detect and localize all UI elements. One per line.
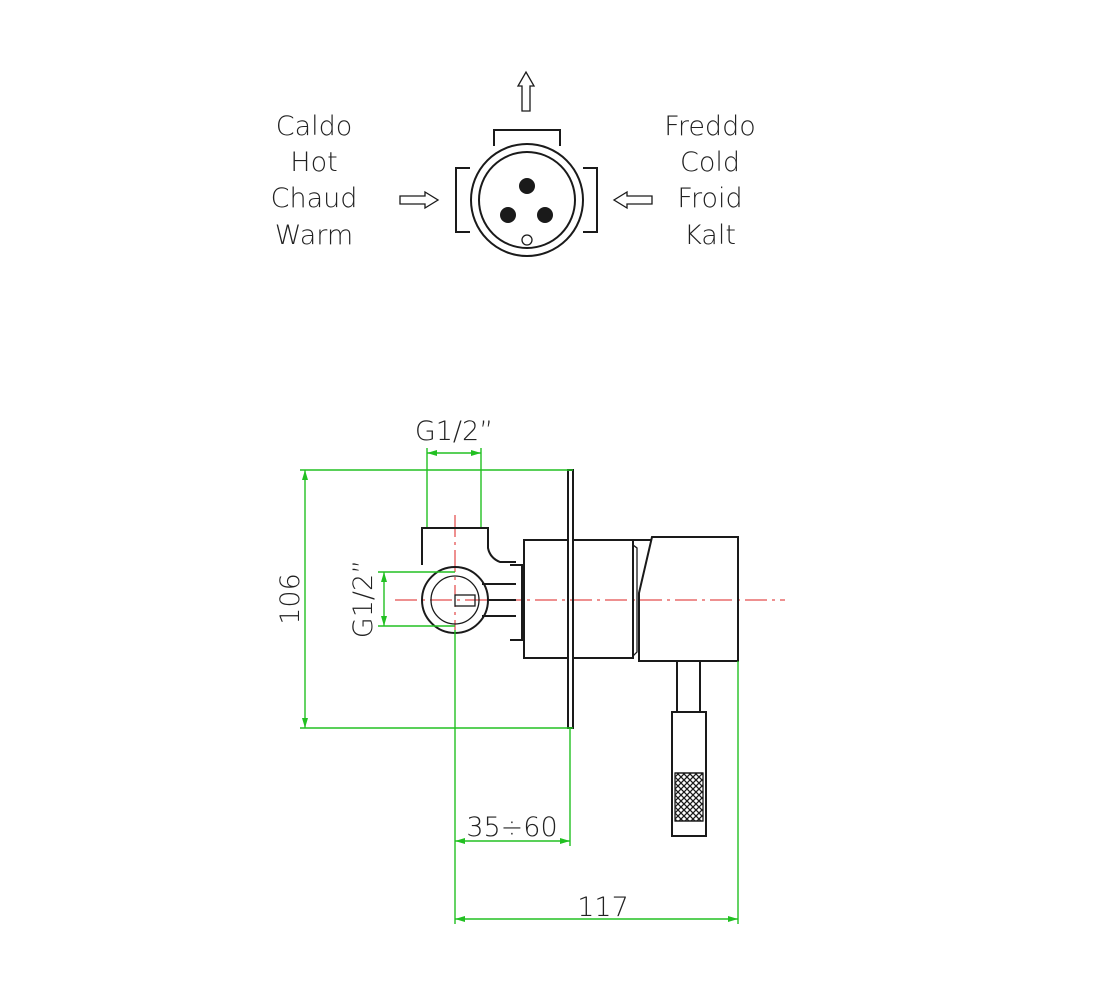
hot-label-it: Caldo [276,111,353,142]
cold-label-en: Cold [680,147,740,178]
port-left-dot [500,207,516,223]
dim-total-length-label: 117 [577,892,629,923]
side-view: G1/2” G1/2” 106 35÷60 117 [275,416,785,924]
cold-label-it: Freddo [664,111,755,142]
cold-inlet-arrow-icon [612,190,653,210]
dim-side-thread-label: G1/2” [348,560,379,638]
port-top-dot [519,178,535,194]
top-view: Caldo Hot Chaud Warm Freddo Cold Froid K… [271,70,756,257]
inlet-elbow [421,527,523,641]
dim-side-thread: G1/2” [348,560,455,638]
hot-inlet-arrow-icon [399,190,440,210]
cartridge-body [523,536,739,662]
cold-label-fr: Froid [677,183,742,214]
dim-height: 106 [275,469,573,729]
hot-labels: Caldo Hot Chaud Warm [271,111,358,251]
hot-label-en: Hot [290,147,337,178]
port-right-dot [537,207,553,223]
dim-total-length: 117 [455,661,739,924]
dim-top-thread: G1/2” [415,416,493,527]
hot-label-fr: Chaud [271,183,358,214]
cold-labels: Freddo Cold Froid Kalt [664,111,755,251]
dim-depth-range-label: 35÷60 [466,812,557,843]
outlet-arrow-icon [516,70,536,112]
knurled-grip [674,772,704,822]
cold-label-de: Kalt [684,220,736,251]
dim-height-label: 106 [275,573,306,625]
dim-depth-range: 35÷60 [454,630,571,924]
valve-top-body [455,129,598,257]
hot-label-de: Warm [275,220,353,251]
dim-top-thread-label: G1/2” [415,416,493,447]
lever-handle [671,661,707,837]
